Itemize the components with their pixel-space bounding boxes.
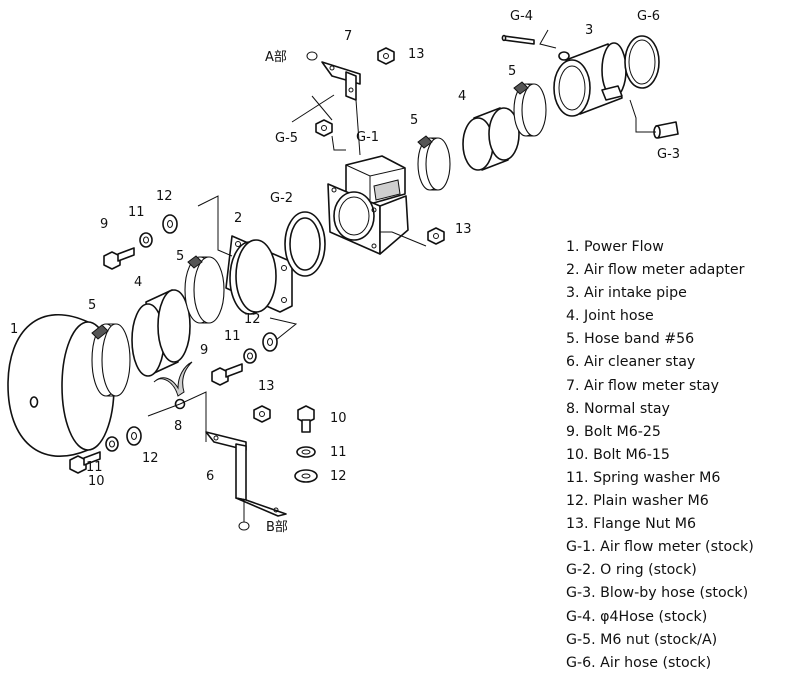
spring-washer-2 — [243, 348, 257, 364]
callout-12-lower: 12 — [142, 451, 159, 466]
joint-hose-right — [462, 107, 520, 171]
air-flow-meter — [327, 155, 409, 255]
legend-item: 11. Spring washer M6 — [566, 469, 721, 486]
legend-item: 6. Air cleaner stay — [566, 354, 696, 371]
callout-5-meter: 5 — [410, 113, 418, 128]
legend-item: G-3. Blow-by hose (stock) — [566, 585, 749, 602]
legend-item: 8. Normal stay — [566, 400, 670, 417]
phi4-hose — [501, 34, 535, 45]
callout-3: 3 — [585, 23, 593, 38]
callout-g3: G-3 — [657, 147, 680, 162]
callout-8: 8 — [174, 419, 182, 434]
legend-item: 1. Power Flow — [566, 239, 664, 255]
flange-nut-top — [377, 47, 395, 65]
callout-g2: G-2 — [270, 191, 293, 206]
callout-7: 7 — [344, 29, 352, 44]
bolt-m6-25-lower — [211, 363, 243, 386]
bolt-m6-15 — [297, 405, 315, 433]
legend-item: 12. Plain washer M6 — [566, 493, 709, 510]
legend-item: G-5. M6 nut (stock/A) — [566, 631, 718, 648]
callout-13-stay: 13 — [258, 379, 275, 394]
leader-lines — [147, 29, 656, 522]
flange-nut-meter — [427, 227, 445, 245]
flange-nut-stay — [253, 405, 271, 423]
callout-12-upper: 12 — [156, 189, 173, 204]
callout-5-pipe: 5 — [508, 64, 516, 79]
hose-band-meter — [417, 135, 451, 191]
callout-4-right: 4 — [458, 89, 466, 104]
callout-11-middle: 11 — [224, 329, 241, 344]
plain-washer-1 — [162, 214, 178, 234]
air-intake-pipe — [553, 42, 627, 117]
callout-10-right: 10 — [330, 411, 347, 426]
callout-2: 2 — [234, 211, 242, 226]
legend-item: G-6. Air hose (stock) — [566, 654, 712, 671]
callout-5-left: 5 — [88, 298, 96, 313]
legend-item: 13. Flange Nut M6 — [566, 516, 697, 533]
legend-item: G-2. O ring (stock) — [566, 562, 697, 579]
hose-band-left — [91, 323, 131, 397]
callout-1: 1 — [10, 322, 18, 337]
legend-item: 4. Joint hose — [566, 308, 654, 325]
callout-9-upper: 9 — [100, 217, 108, 232]
callout-12-middle: 12 — [244, 312, 261, 327]
bolt-m6-25-left — [69, 451, 101, 474]
bolt-m6-25-upper — [103, 247, 135, 270]
callout-11-right: 11 — [330, 445, 347, 460]
callout-5-middle: 5 — [176, 249, 184, 264]
detail-b-hole — [238, 521, 250, 531]
detail-a-hole — [306, 51, 318, 61]
plain-washer-3 — [126, 426, 142, 446]
callout-9-lower: 9 — [200, 343, 208, 358]
callout-g1: G-1 — [356, 130, 379, 145]
callout-11-lower: 11 — [86, 460, 103, 475]
callout-g5: G-5 — [275, 131, 298, 146]
blow-by-hose — [653, 121, 679, 139]
callout-6: 6 — [206, 469, 214, 484]
parts-legend: 1. Power Flow 2. Air flow meter adapter … — [566, 236, 754, 675]
m6-nut — [315, 119, 333, 137]
spring-washer-1 — [139, 232, 153, 248]
air-hose — [624, 35, 660, 89]
detail-a-label: A部 — [265, 50, 287, 65]
spring-washer-3 — [105, 436, 119, 452]
legend-item: 3. Air intake pipe — [566, 285, 687, 302]
joint-hose-left — [131, 289, 191, 377]
legend-item: 10. Bolt M6-15 — [566, 446, 670, 463]
callout-10-left: 10 — [88, 474, 105, 489]
air-flow-meter-stay — [321, 61, 361, 101]
legend-item: 9. Bolt M6-25 — [566, 423, 661, 440]
callout-4-left: 4 — [134, 275, 142, 290]
hose-band-pipe — [513, 81, 547, 137]
plain-washer-2 — [262, 332, 278, 352]
callout-12-right: 12 — [330, 469, 347, 484]
callout-13-meter: 13 — [455, 222, 472, 237]
air-flow-meter-adapter — [225, 235, 293, 315]
legend-item: 2. Air flow meter adapter — [566, 262, 745, 279]
detail-b-label: B部 — [266, 520, 288, 535]
callout-g6: G-6 — [637, 9, 660, 24]
callout-g4: G-4 — [510, 9, 533, 24]
legend-item: 7. Air flow meter stay — [566, 377, 719, 394]
hose-band-middle — [184, 255, 225, 324]
callout-13-top: 13 — [408, 47, 425, 62]
spring-washer-4 — [296, 446, 316, 458]
air-cleaner-stay — [205, 431, 287, 517]
legend-item: G-4. φ4Hose (stock) — [566, 608, 708, 625]
legend-item: 5. Hose band #56 — [566, 331, 695, 348]
plain-washer-4 — [294, 469, 318, 483]
o-ring — [284, 211, 326, 277]
callout-11-upper: 11 — [128, 205, 145, 220]
legend-item: G-1. Air flow meter (stock) — [566, 539, 754, 556]
